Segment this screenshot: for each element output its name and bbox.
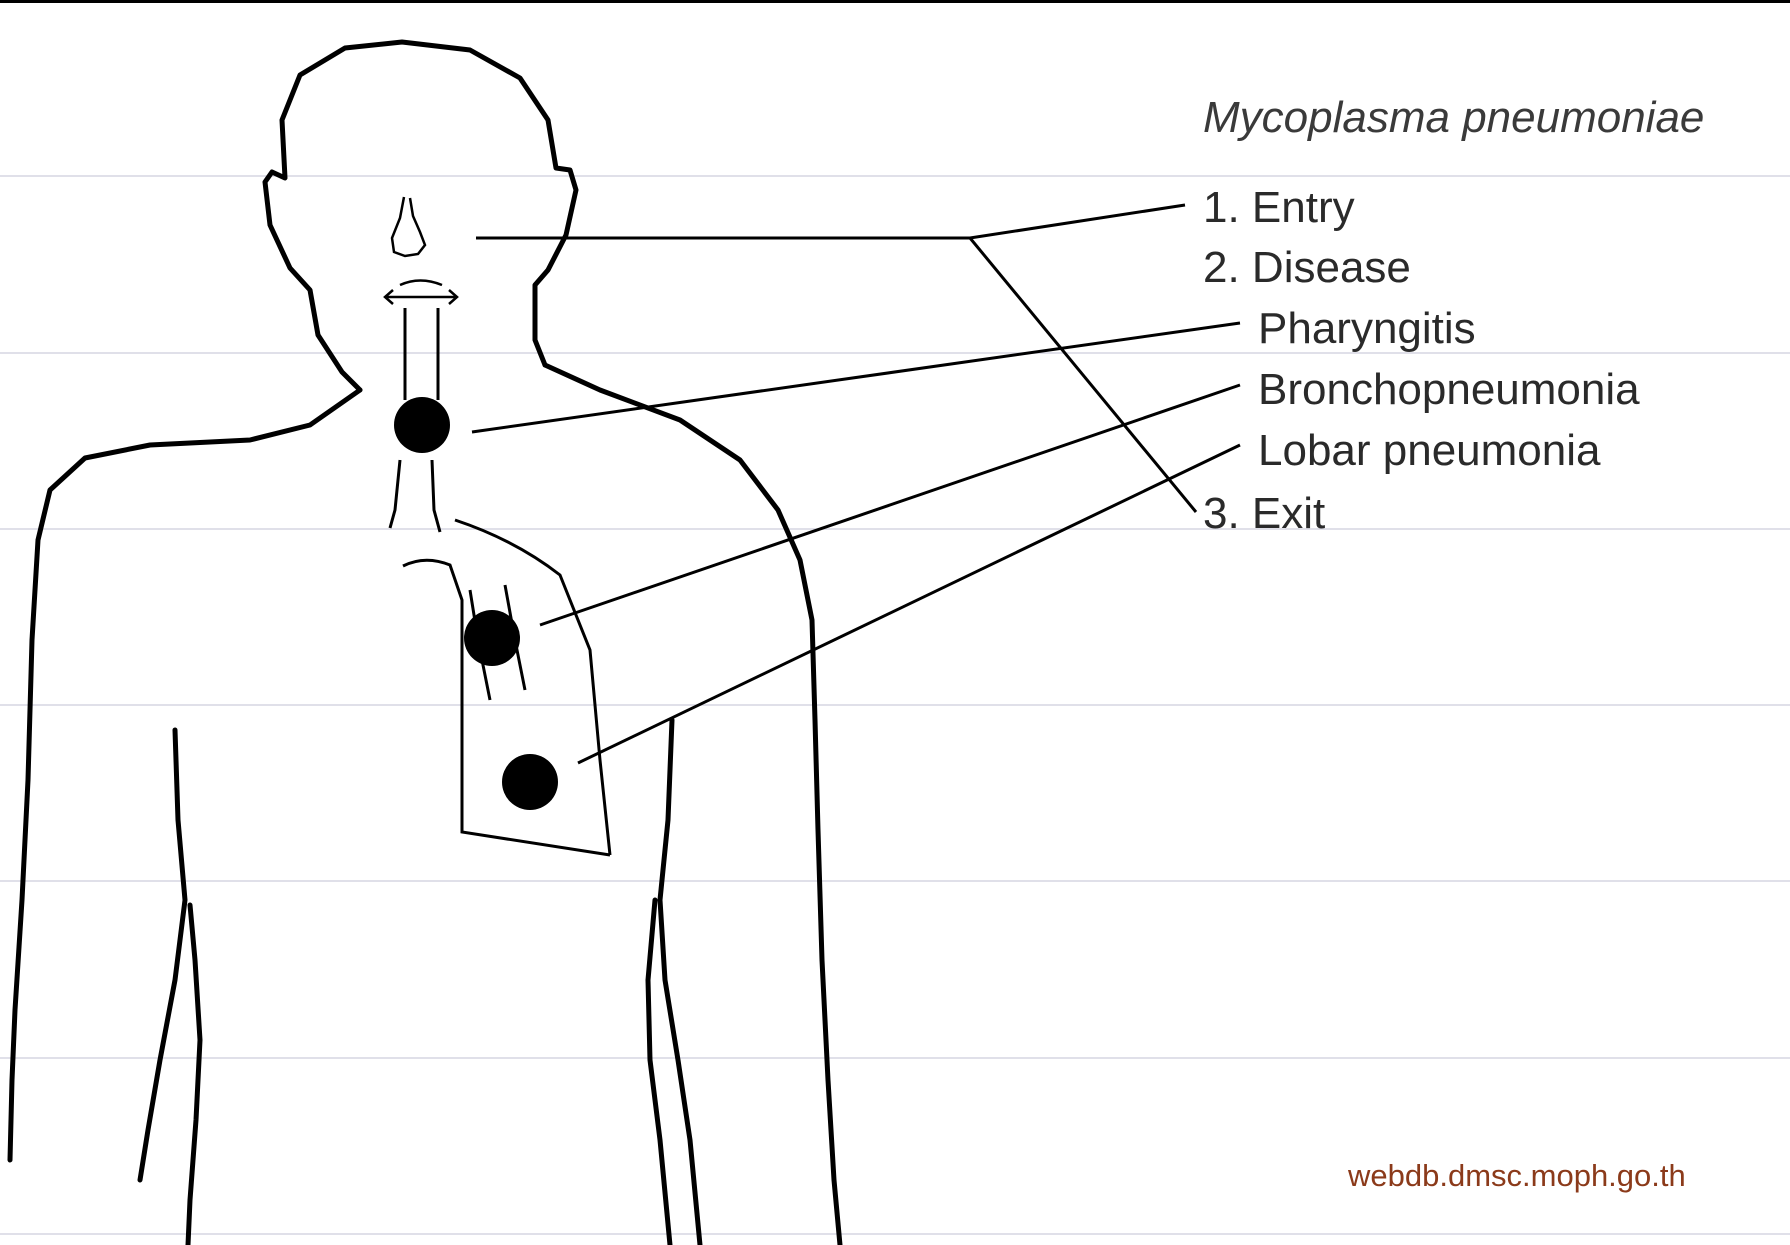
pharyngitis-site xyxy=(394,397,450,453)
diagram-title: Mycoplasma pneumoniae xyxy=(1203,93,1704,142)
bronchopneumonia-site xyxy=(464,610,520,666)
body-left-outline xyxy=(265,42,576,390)
ruled-lines xyxy=(0,176,1790,1234)
lobar-pneumonia-label: Lobar pneumonia xyxy=(1258,426,1601,475)
disease-label: 2. Disease xyxy=(1203,243,1411,292)
left-arm-inner-2 xyxy=(188,905,200,1245)
nose-icon xyxy=(392,197,425,256)
right-arm-inner xyxy=(660,720,700,1245)
lobar-pneumonia-site xyxy=(502,754,558,810)
bronchopneumonia-leader xyxy=(540,385,1240,625)
leader-lines xyxy=(472,205,1240,763)
entry-leader xyxy=(476,205,1185,238)
exit-leader xyxy=(970,238,1196,512)
entry-label: 1. Entry xyxy=(1203,183,1355,232)
right-arm-inner-2 xyxy=(648,900,670,1245)
source-watermark: webdb.dmsc.moph.go.th xyxy=(1348,1158,1686,1194)
top-border xyxy=(0,0,1790,3)
bronchopneumonia-label: Bronchopneumonia xyxy=(1258,365,1640,414)
right-shoulder-outline xyxy=(545,365,840,1245)
pharyngitis-leader xyxy=(472,323,1240,432)
pharyngitis-label: Pharyngitis xyxy=(1258,304,1476,353)
left-shoulder-outline xyxy=(10,390,360,1160)
exit-label: 3. Exit xyxy=(1203,489,1325,538)
left-arm-inner xyxy=(140,730,185,1180)
throat-arrow-icon xyxy=(385,281,457,305)
lung-outline xyxy=(403,520,610,855)
lobar-pneumonia-leader xyxy=(578,445,1240,763)
body-outline xyxy=(10,42,840,1245)
